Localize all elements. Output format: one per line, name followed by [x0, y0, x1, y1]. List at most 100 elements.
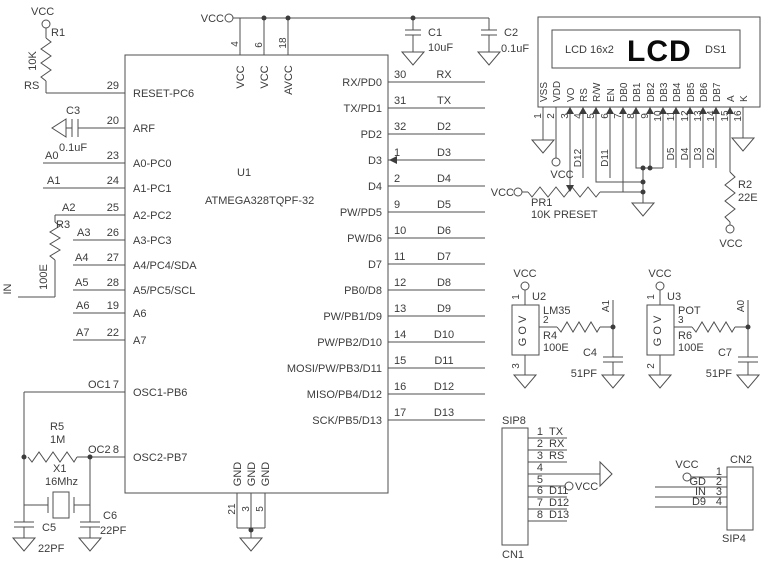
svg-text:D2: D2: [437, 121, 451, 133]
svg-text:27: 27: [107, 252, 119, 264]
c3-ref: C3: [66, 105, 80, 117]
svg-text:8: 8: [626, 113, 637, 119]
svg-text:K: K: [739, 95, 750, 102]
a0-net-label: A0: [736, 299, 747, 312]
svg-text:9: 9: [640, 113, 651, 119]
svg-text:4: 4: [230, 41, 241, 47]
x1-ref: X1: [53, 463, 66, 475]
r2-value: 22E: [738, 192, 758, 204]
r3-branch-wires: [18, 215, 56, 298]
svg-text:SCK/PB5/D13: SCK/PB5/D13: [312, 415, 382, 427]
vcc-terminal-u2: [520, 281, 530, 291]
vcc-terminal-rail: [224, 13, 234, 23]
svg-text:RESET-PC6: RESET-PC6: [133, 88, 194, 100]
svg-text:4: 4: [716, 496, 722, 508]
svg-text:10: 10: [653, 110, 664, 122]
svg-text:D7: D7: [368, 259, 382, 271]
svg-text:1: 1: [716, 466, 722, 478]
svg-text:PW/PD5: PW/PD5: [340, 207, 382, 219]
gnd-c4-icon: [600, 374, 626, 389]
svg-text:D5: D5: [437, 199, 451, 211]
svg-text:D4: D4: [368, 181, 382, 193]
r3-resistor: [49, 221, 61, 261]
svg-text:23: 23: [107, 150, 119, 162]
svg-text:12: 12: [680, 110, 691, 122]
svg-text:PW/D6: PW/D6: [347, 233, 382, 245]
svg-text:3: 3: [537, 450, 543, 462]
cap-plates-c1-c2: [405, 29, 497, 36]
cn1-pin4-flag-icon: [599, 460, 613, 488]
svg-text:2: 2: [537, 438, 543, 450]
svg-text:A4: A4: [75, 252, 88, 264]
cn1-type: SIP8: [502, 415, 526, 427]
c6-ref: C6: [103, 510, 117, 522]
svg-text:DB4: DB4: [672, 82, 683, 102]
junction-dots: [21, 15, 751, 533]
cn2-body: [726, 466, 754, 531]
r6-value: 100E: [678, 342, 704, 354]
c2-ref: C2: [504, 27, 518, 39]
vcc-terminal-r1: [41, 19, 51, 29]
svg-text:D6: D6: [437, 225, 451, 237]
svg-text:D9: D9: [692, 496, 706, 508]
svg-text:2: 2: [546, 113, 557, 119]
gnd-lcd-k-icon: [730, 137, 756, 152]
svg-text:MOSI/PW/PB3/D11: MOSI/PW/PB3/D11: [287, 363, 382, 375]
u2-pin3: 3: [511, 363, 522, 369]
pr1-ref: PR1: [531, 197, 552, 209]
svg-text:2: 2: [716, 476, 722, 488]
svg-text:D3: D3: [693, 147, 704, 160]
mcu-right-pin-names: RX/PD0 TX/PD1 PD2 D3 D4 PW/PD5 PW/D6 D7 …: [287, 77, 382, 427]
svg-text:PW/PB2/D10: PW/PB2/D10: [317, 337, 382, 349]
r3-ref: R3: [56, 219, 70, 231]
r3-value: 100E: [38, 264, 50, 290]
svg-text:20: 20: [107, 115, 119, 127]
pr1-wiper-arrow: [566, 185, 574, 192]
svg-text:A6: A6: [133, 308, 146, 320]
gnd-c5-icon: [11, 537, 37, 552]
svg-text:28: 28: [107, 277, 119, 289]
svg-text:D10: D10: [434, 329, 454, 341]
connector-cn1: SIP8 CN1 1 2 3 4 5 6 7 8 TX RX RS D11 D1…: [502, 415, 598, 561]
svg-text:A5: A5: [75, 277, 88, 289]
svg-text:25: 25: [107, 202, 119, 214]
svg-text:A6: A6: [76, 300, 89, 312]
svg-text:PW/PB1/D9: PW/PB1/D9: [323, 311, 382, 323]
connector-cn2: VCC CN2 SIP4 1 2 3 4 GD IN D9: [675, 454, 752, 545]
svg-text:A3-PC3: A3-PC3: [133, 235, 172, 247]
u3-ref: U3: [667, 291, 681, 303]
svg-text:MISO/PB4/D12: MISO/PB4/D12: [307, 389, 382, 401]
x1-value: 16Mhz: [45, 476, 78, 488]
svg-text:ARF: ARF: [133, 123, 155, 135]
svg-text:A7: A7: [76, 327, 89, 339]
svg-text:D5: D5: [666, 147, 677, 160]
svg-text:8: 8: [113, 444, 119, 456]
svg-text:OC1: OC1: [88, 379, 111, 391]
vcc-label: VCC: [201, 13, 224, 25]
lcd-pin-numbers: 1 2 3 4 5 6 7 8 9 10 11 12 13 14 15 16: [533, 110, 744, 122]
vcc-label: VCC: [575, 481, 598, 493]
vcc-label: VCC: [719, 238, 742, 250]
svg-text:3: 3: [241, 506, 252, 512]
mcu-right-net-labels: RX TX D2 D3 D4 D5 D6 D7 D8 D9 D10 D11 D1…: [434, 69, 454, 419]
svg-text:2: 2: [394, 173, 400, 185]
svg-text:14: 14: [394, 329, 406, 341]
svg-text:5: 5: [586, 113, 597, 119]
svg-text:PB0/D8: PB0/D8: [344, 285, 382, 297]
u3-part: POT: [678, 305, 701, 317]
pot-sensor-u3: VCC 1 U3 POT G O V 3 2 R6 100E A0 C7 51P…: [646, 268, 747, 380]
r4-value: 100E: [543, 342, 569, 354]
svg-text:RS: RS: [24, 80, 39, 92]
input-resistor: R3 100E IN: [2, 219, 70, 295]
svg-text:7: 7: [113, 379, 119, 391]
svg-text:6: 6: [600, 113, 611, 119]
in-net-label: IN: [2, 283, 14, 294]
svg-text:RX: RX: [436, 69, 452, 81]
pr1-value: 10K PRESET: [531, 209, 598, 221]
oscillator: R5 1M X1 16Mhz C5 22PF C6 22PF: [38, 421, 127, 555]
mcu-left-pin-names: RESET-PC6 ARF A0-PC0 A1-PC1 A2-PC2 A3-PC…: [133, 88, 197, 464]
svg-text:A7: A7: [133, 335, 146, 347]
lcd-pin-names: VSS VDD VO RS R/W EN DB0 DB1 DB2 DB3 DB4…: [539, 81, 750, 102]
svg-text:12: 12: [394, 277, 406, 289]
svg-text:VCC: VCC: [259, 65, 271, 88]
